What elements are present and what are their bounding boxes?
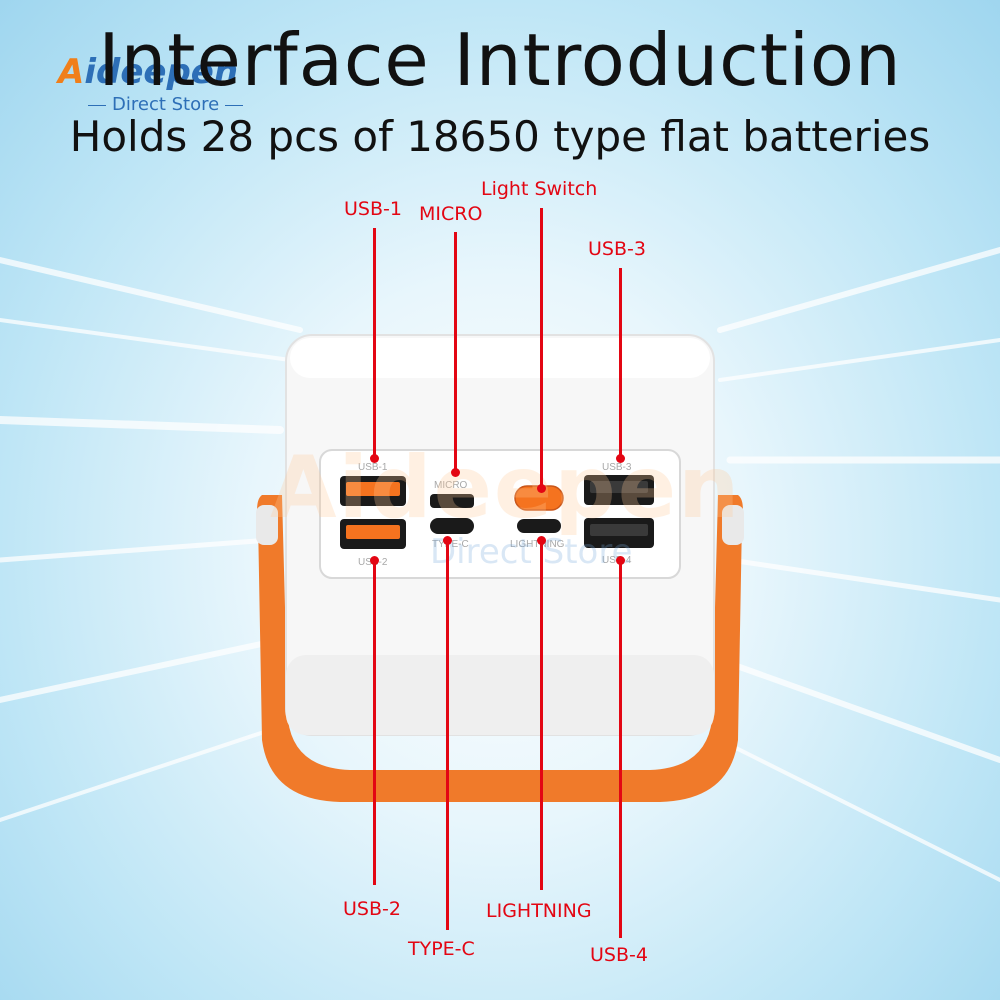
dot-usb2 bbox=[370, 556, 379, 565]
brand-logo: Aideepen Direct Store bbox=[58, 52, 288, 122]
dot-micro bbox=[451, 468, 460, 477]
panel-label-usb3: USB-3 bbox=[602, 462, 632, 473]
callout-micro: MICRO bbox=[419, 203, 483, 225]
leader-usb3 bbox=[619, 268, 622, 458]
panel-label-typec: TYPE-C bbox=[432, 539, 469, 550]
callout-usb3: USB-3 bbox=[588, 238, 646, 260]
left-pivot bbox=[256, 505, 278, 545]
typec-port[interactable] bbox=[430, 518, 474, 534]
usb2-port-tongue bbox=[346, 525, 400, 539]
logo-text: Aideepen bbox=[58, 52, 239, 92]
dot-lightning bbox=[537, 536, 546, 545]
panel-label-usb1: USB-1 bbox=[358, 462, 388, 473]
leader-lightning bbox=[540, 540, 543, 890]
leader-light-switch bbox=[540, 208, 543, 488]
leader-usb1 bbox=[373, 228, 376, 458]
callout-light-switch: Light Switch bbox=[481, 178, 598, 200]
leader-usb2 bbox=[373, 560, 376, 885]
callout-typec: TYPE-C bbox=[408, 938, 475, 960]
dot-typec bbox=[443, 536, 452, 545]
usb3-port-tongue bbox=[590, 481, 648, 493]
panel-label-micro: MICRO bbox=[434, 480, 468, 491]
page-subtitle: Holds 28 pcs of 18650 type flat batterie… bbox=[69, 112, 931, 161]
lightning-port[interactable] bbox=[517, 519, 561, 533]
brand-watermark-sub: Direct Store bbox=[430, 532, 633, 572]
callout-usb4: USB-4 bbox=[590, 944, 648, 966]
callout-lightning: LIGHTNING bbox=[486, 900, 592, 922]
handle[interactable] bbox=[257, 495, 743, 802]
leader-micro bbox=[454, 232, 457, 472]
device-base bbox=[286, 655, 714, 735]
logo-subtext: Direct Store bbox=[82, 94, 249, 115]
leader-typec bbox=[446, 540, 449, 930]
right-pivot bbox=[722, 505, 744, 545]
brand-watermark: Aideepen bbox=[270, 438, 742, 538]
dot-usb3 bbox=[616, 454, 625, 463]
usb1-port-tongue bbox=[346, 482, 400, 496]
page-title: Interface Introduction bbox=[98, 18, 902, 102]
leader-usb4 bbox=[619, 560, 622, 938]
micro-port[interactable] bbox=[430, 494, 474, 508]
callout-usb1: USB-1 bbox=[344, 198, 402, 220]
device-top bbox=[290, 338, 710, 378]
dot-usb4 bbox=[616, 556, 625, 565]
callout-usb2: USB-2 bbox=[343, 898, 401, 920]
dot-light-switch bbox=[537, 484, 546, 493]
usb4-port-tongue bbox=[590, 524, 648, 536]
dot-usb1 bbox=[370, 454, 379, 463]
panel-label-lightning: LIGHTNING bbox=[510, 539, 565, 550]
